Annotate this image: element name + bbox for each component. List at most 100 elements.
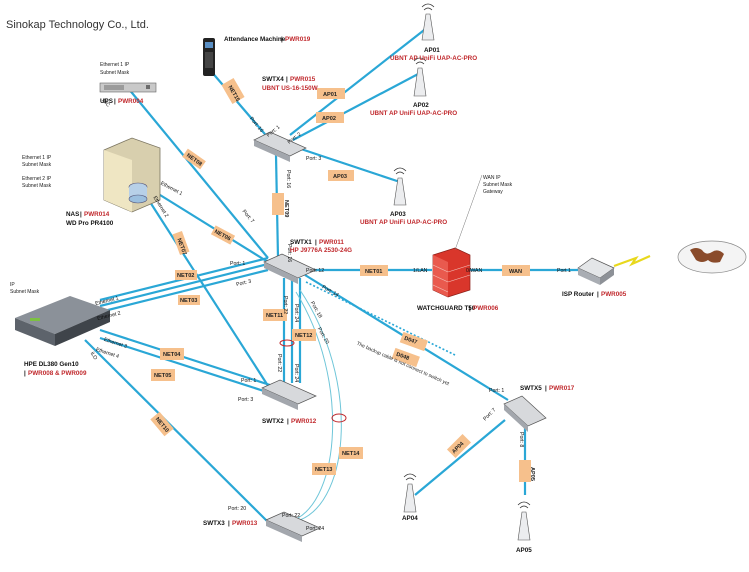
nas-name: NAS <box>66 211 79 218</box>
box-net06 <box>210 225 236 245</box>
nas-model: WD Pro PR4100 <box>66 220 114 227</box>
port-swtx5-p7: Port: 7 <box>482 407 497 422</box>
port-swtx4-p16: Port: 16 <box>248 116 264 134</box>
ups-nic: NIC <box>100 98 111 109</box>
svg-text:|: | <box>286 76 288 83</box>
link-attendance-swtx4 <box>209 69 271 141</box>
link-nas-swtx2 <box>149 201 273 393</box>
port-swtx2-p24: Port: 24 <box>293 364 299 382</box>
server-pipe: | <box>24 370 26 377</box>
swtx5-icon <box>503 395 547 432</box>
box-net01 <box>360 265 388 276</box>
port-swtx1-p16: Port: 16 <box>286 244 292 262</box>
swtx3-name: SWTX3 <box>203 520 225 527</box>
port-labels: Port: 1 Port: 2 Port: 3 Port: 16 Port: 1… <box>228 116 571 532</box>
svg-text:|: | <box>287 418 289 425</box>
link-swtx4-ap03 <box>297 146 401 184</box>
firewall-l2: Subnet Mask <box>483 182 513 188</box>
router-name: ISP Router <box>562 291 595 298</box>
port-swtx2-p22: Port: 22 <box>276 354 282 372</box>
ap03-name: AP03 <box>390 211 406 218</box>
box-net14 <box>339 447 363 459</box>
swtx3-id: PWR013 <box>232 520 258 527</box>
ap02-icon <box>413 57 427 97</box>
label-net13: NET13 <box>315 467 332 473</box>
port-swtx2-p3: Port: 3 <box>238 397 253 403</box>
box-net03 <box>178 295 200 305</box>
fiber-link-a <box>299 289 342 521</box>
box-net08 <box>182 148 206 170</box>
port-swtx1-p24: Port: 24 <box>293 304 299 322</box>
ap03-icon <box>393 167 407 206</box>
box-ap04 <box>446 433 472 459</box>
label-box-ap02: AP02 <box>322 116 336 122</box>
ap01-icon <box>421 3 435 41</box>
swtx1-icon <box>263 253 317 284</box>
label-wan: WAN <box>509 269 522 275</box>
port-swtx4-p3: Port: 3 <box>306 156 321 162</box>
label-net01: NET01 <box>365 269 382 275</box>
ap05-name: AP05 <box>516 547 532 554</box>
router-id: PWR005 <box>601 291 627 298</box>
box-net12 <box>292 329 316 341</box>
firewall-l3: Gateway <box>483 189 503 195</box>
company-title: Sinokap Technology Co., Ltd. <box>6 19 149 31</box>
port-swtx2-p1: Port: 1 <box>241 378 256 384</box>
server-id: PWR008 & PWR009 <box>28 370 87 377</box>
box-net11 <box>263 309 287 321</box>
ap01-name: AP01 <box>424 47 440 54</box>
ups-ip-line1: Ethernet 1 IP <box>100 62 130 68</box>
label-net03: NET03 <box>180 298 197 304</box>
net-boxes <box>150 77 531 482</box>
svg-text:|: | <box>545 385 547 392</box>
swtx4-id: PWR015 <box>290 76 316 83</box>
server-icon <box>15 296 110 346</box>
swtx3-icon <box>265 511 321 542</box>
swtx5-id: PWR017 <box>549 385 575 392</box>
link-swtx4-ap01 <box>289 26 429 136</box>
firewall-lan-port: 1/LAN <box>413 268 428 274</box>
svg-text:|: | <box>315 239 317 246</box>
port-swtx1-p7: Port: 7 <box>241 209 255 225</box>
label-box-ap01: AP01 <box>323 92 337 98</box>
swtx5-name: SWTX5 <box>520 385 542 392</box>
port-swtx5-p1: Port: 1 <box>489 388 504 394</box>
svg-text:|: | <box>228 520 230 527</box>
swtx2-icon <box>261 379 317 410</box>
server-l1: IP <box>10 282 15 288</box>
nas-icon <box>103 137 161 213</box>
box-ap05 <box>519 460 531 482</box>
ups-id: PWR004 <box>118 98 144 105</box>
label-net07: NET07 <box>176 238 188 256</box>
swtx1-name: SWTX1 <box>290 239 312 246</box>
box-ap03 <box>328 170 354 181</box>
label-d048: D048 <box>395 352 410 362</box>
ups-ip-line2: Subnet Mask <box>100 70 130 76</box>
server-ilo: iLO <box>89 351 98 361</box>
firewall-icon <box>432 247 471 298</box>
port-swtx5-p8: Port: 8 <box>518 432 524 447</box>
fiber-link-b <box>293 291 334 521</box>
link-swtx4-ap02 <box>292 72 421 141</box>
box-net05 <box>151 369 175 381</box>
link-server-swtx3 <box>84 339 269 523</box>
server-eth1: Ethernet 1 <box>95 295 120 307</box>
ap02-model: UBNT AP UniFi UAP-AC-PRO <box>370 110 457 117</box>
link-server-swtx1-b <box>99 268 269 314</box>
ap01-model: UBNT AP UniFi UAP-AC-PRO <box>390 55 477 62</box>
port-swtx1-p3: Port: 3 <box>236 279 252 289</box>
server-l2: Subnet Mask <box>10 289 40 295</box>
server-name: HPE DL380 Gen10 <box>24 361 79 368</box>
port-swtx1-p22: Port: 22 <box>282 296 288 314</box>
ap03-model: UBNT AP UniFi UAP-AC-PRO <box>360 219 447 226</box>
box-net07 <box>172 230 190 256</box>
swtx4-model: UBNT US-16-150W <box>262 85 318 92</box>
nas-l2: Subnet Mask <box>22 162 52 168</box>
swtx4-icon <box>253 131 307 162</box>
svg-text:|: | <box>597 291 599 298</box>
link-server-swtx1-a <box>99 262 269 308</box>
port-swtx4-p16b: Port: 16 <box>285 170 291 188</box>
label-net02: NET02 <box>177 273 194 279</box>
nas-l1: Ethernet 1 IP <box>22 155 52 161</box>
